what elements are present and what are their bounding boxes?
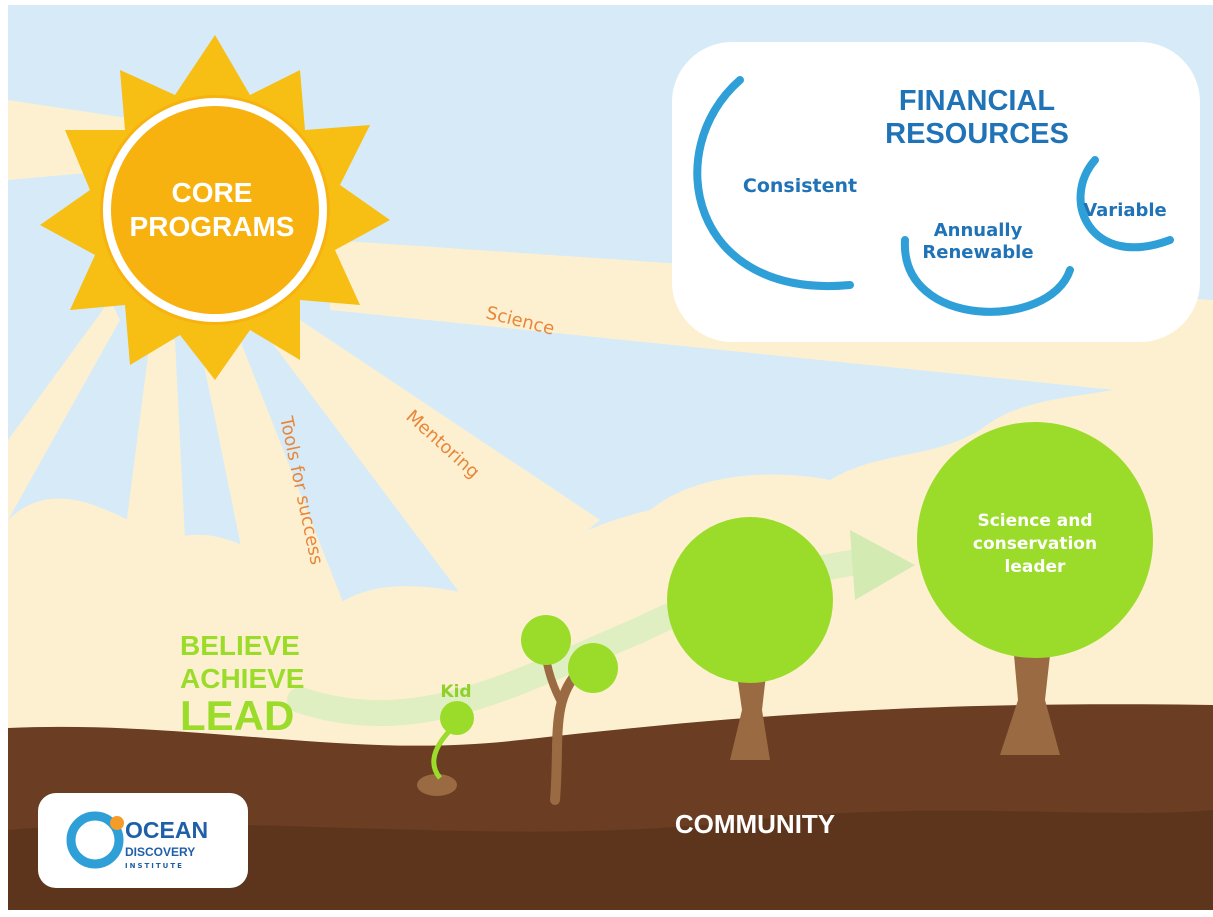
ray-beam-far-left [8,300,120,520]
cloud-arc-consistent [693,76,854,291]
sapling-leaf-left [521,615,571,665]
cloud-item-variable: Variable [1083,200,1167,221]
financial-resources-cloud: FINANCIAL RESOURCES Consistent Annually … [672,42,1200,342]
ray-beam-mentoring [270,320,600,620]
ray-beam-left [110,340,190,650]
tree-label-line2: conservation [973,534,1097,554]
medium-tree [667,517,833,760]
sun-title-line2: PROGRAMS [130,211,295,242]
fish-icon [110,816,124,830]
cloud-title-line2: RESOURCES [885,118,1069,150]
sprout-seed [417,774,457,796]
wave-icon [66,811,124,869]
ground-shadow [8,810,1213,910]
horizon-cloud-band [8,305,1213,760]
sprout-label: Kid [440,682,471,702]
sun: CORE PROGRAMS [40,35,390,380]
logo-name-line2: DISCOVERY [125,845,195,859]
medium-tree-canopy [667,517,833,683]
large-tree: Science and conservation leader [917,422,1153,755]
sun-body [100,95,330,325]
ray-beam-tools [200,340,350,640]
sprout-kid: Kid [417,682,474,796]
logo-name-line1: OCEAN [125,817,208,843]
logo-name-line3: INSTITUTE [125,862,184,870]
sapling [521,615,618,805]
sun-ring [103,98,327,322]
tree-label-line3: leader [1005,557,1067,577]
growth-arrow-head [850,530,915,600]
cloud-item-annually-line1: Annually [934,220,1023,241]
sprout-head [440,701,474,735]
tagline-line3: LEAD [180,692,294,739]
tagline-line2: ACHIEVE [180,663,304,694]
community-label: COMMUNITY [675,809,835,839]
tree-label-line1: Science and [977,511,1092,531]
cloud-title-line1: FINANCIAL [899,85,1055,117]
cloud-item-consistent: Consistent [743,175,857,197]
cloud-arc-annually [900,236,1074,316]
ocean-discovery-logo: OCEAN DISCOVERY INSTITUTE [38,793,248,888]
sun-title-line1: CORE [172,177,253,208]
tagline-line1: BELIEVE [180,630,300,661]
cloud-arc-variable [1076,156,1174,252]
sapling-leaf-right [568,643,618,693]
large-tree-canopy [917,422,1153,658]
cloud-item-annually-line2: Renewable [922,242,1033,263]
